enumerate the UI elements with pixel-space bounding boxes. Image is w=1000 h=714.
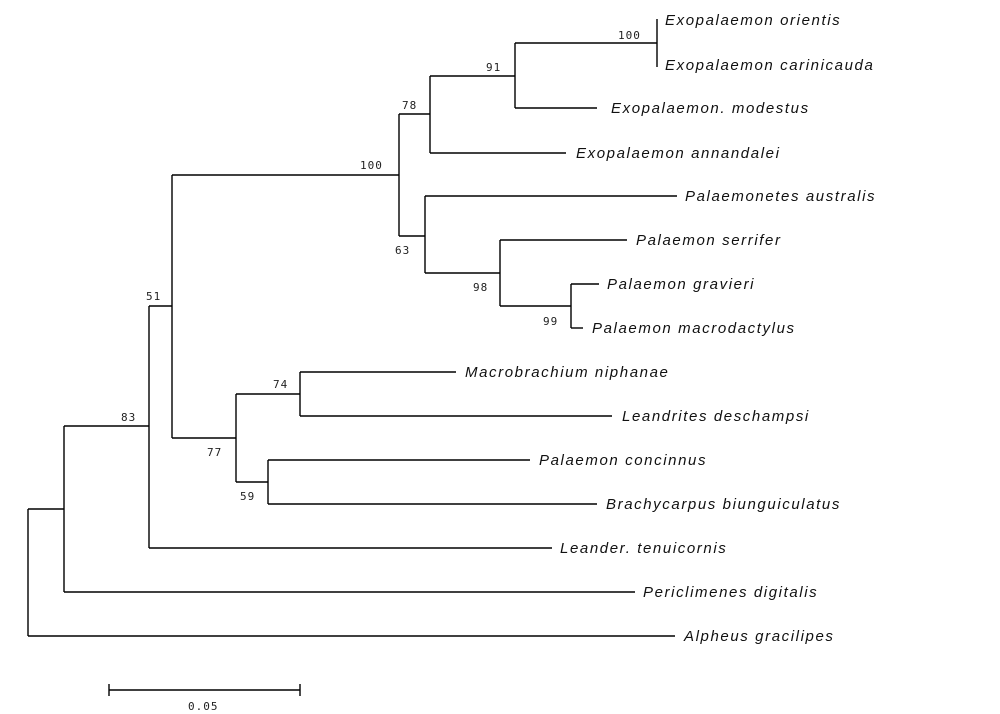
taxon-label: Exopalaemon orientis	[665, 12, 841, 29]
support-value: 74	[273, 378, 288, 391]
scale-bar-label: 0.05	[188, 700, 219, 713]
taxon-label: Alpheus gracilipes	[683, 628, 835, 645]
support-value: 99	[543, 315, 558, 328]
taxon-label: Macrobrachium niphanae	[465, 364, 669, 381]
taxon-label: Exopalaemon annandalei	[576, 145, 781, 162]
taxon-labels: Exopalaemon orientis Exopalaemon carinic…	[465, 12, 876, 645]
taxon-label: Palaemon macrodactylus	[592, 320, 796, 337]
scale-bar: 0.05	[108, 684, 301, 713]
taxon-label: Palaemon concinnus	[539, 452, 707, 469]
taxon-label: Exopalaemon. modestus	[611, 100, 810, 117]
support-values: 100 91 78 100 63 98 99 51 74 83 77 59	[121, 29, 641, 503]
taxon-label: Brachycarpus biunguiculatus	[606, 496, 841, 513]
taxon-label: Palaemon gravieri	[607, 276, 755, 293]
support-value: 91	[486, 61, 501, 74]
taxon-label: Periclimenes digitalis	[643, 584, 818, 601]
support-value: 98	[473, 281, 488, 294]
support-value: 59	[240, 490, 255, 503]
taxon-label: Palaemonetes australis	[685, 188, 876, 205]
taxon-label: Palaemon serrifer	[636, 232, 782, 249]
taxon-label: Leander. tenuicornis	[560, 540, 727, 557]
support-value: 51	[146, 290, 161, 303]
support-value: 63	[395, 244, 410, 257]
support-value: 77	[207, 446, 222, 459]
support-value: 100	[360, 159, 383, 172]
support-value: 83	[121, 411, 136, 424]
tree-branches	[27, 19, 677, 637]
taxon-label: Leandrites deschampsi	[622, 408, 810, 425]
support-value: 78	[402, 99, 417, 112]
support-value: 100	[618, 29, 641, 42]
taxon-label: Exopalaemon carinicauda	[665, 57, 874, 74]
